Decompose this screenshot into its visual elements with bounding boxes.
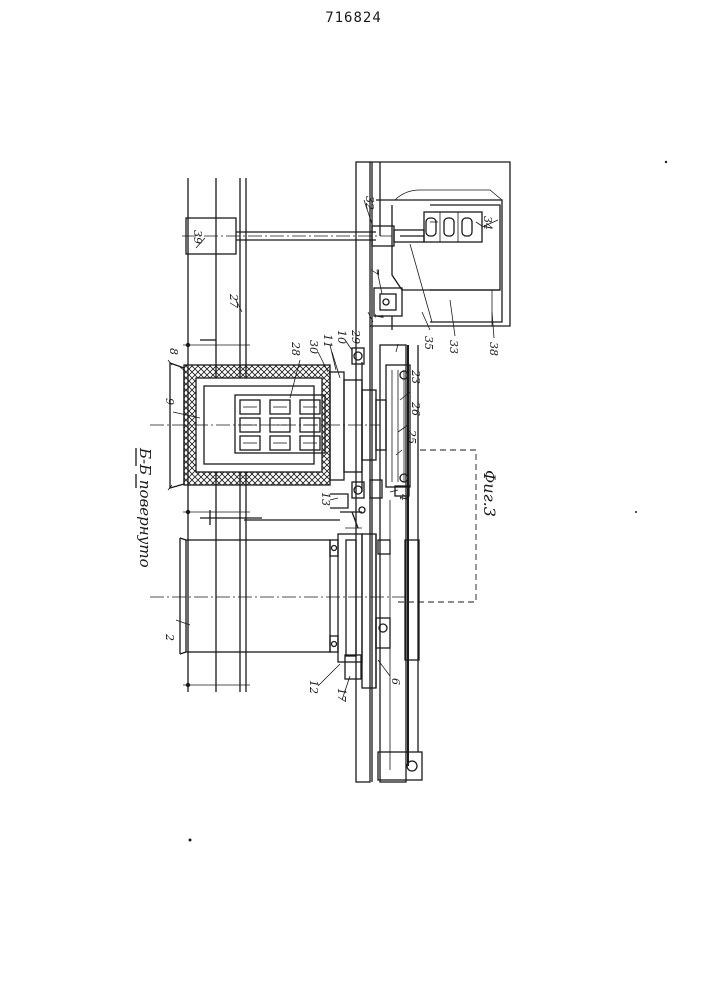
section-label: Б-Б повернуто [136, 447, 154, 568]
bracket-7 [374, 288, 402, 330]
trolley-39 [182, 218, 392, 254]
main-beam [356, 162, 422, 782]
callout-12: 12 [307, 680, 320, 694]
callout-32: 32 [363, 196, 376, 210]
callout-8: 8 [167, 348, 180, 355]
callout-17: 17 [335, 688, 348, 702]
callout-1: 1 [372, 313, 385, 320]
callout-39: 39 [191, 230, 204, 244]
callout-30: 30 [307, 340, 320, 354]
callout-13: 13 [319, 492, 332, 506]
callout-25: 25 [405, 429, 418, 444]
callout-27: 27 [227, 293, 240, 308]
callout-35: 35 [422, 336, 435, 350]
callout-10: 10 [335, 330, 348, 344]
drive-housing [370, 162, 510, 326]
callout-26: 26 [409, 401, 422, 416]
callout-29: 29 [349, 329, 362, 344]
callout-9: 9 [163, 398, 176, 405]
callout-7: 7 [368, 268, 381, 275]
callout-11: 11 [321, 334, 334, 348]
figure-caption: Фиг.3 [480, 470, 499, 517]
callout-2: 2 [163, 633, 176, 641]
callout-33: 33 [447, 340, 460, 354]
callout-6: 6 [389, 678, 402, 685]
callout-4: 4 [397, 493, 410, 501]
callout-23: 23 [409, 369, 422, 384]
callout-28: 28 [289, 341, 302, 356]
callout-34: 34 [481, 216, 494, 230]
callout-38: 38 [487, 342, 500, 356]
